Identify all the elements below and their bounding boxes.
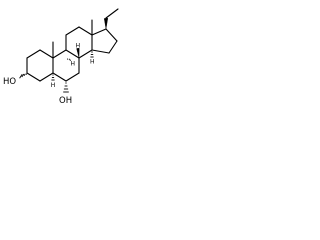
ring-c (65, 26, 93, 59)
steroid-structure-diagram: HO OH H H H H (3, 8, 119, 106)
hydroxyl-6-label: OH (59, 96, 72, 106)
hydroxyl-3-hashed-bond (19, 73, 28, 79)
h14-label: H (90, 59, 95, 66)
hydroxyl-3-label: HO (3, 77, 16, 87)
ethyl-chain (105, 8, 119, 19)
ring-a (26, 49, 54, 82)
methyl-groups (52, 19, 93, 59)
h14-hashed-bond (90, 51, 94, 58)
ring-b (52, 49, 80, 82)
h9-label: H (71, 61, 76, 68)
hydroxyl-6-hashed-bond (63, 82, 69, 93)
h5-hashed-bond (51, 74, 55, 81)
h5-label: H (51, 82, 56, 89)
h8-label: H (76, 43, 81, 50)
h9-hashed-bond (67, 58, 71, 62)
ethyl-wedge-bond (103, 17, 109, 30)
ring-d (91, 28, 118, 54)
h8-wedge-bond (76, 47, 80, 59)
